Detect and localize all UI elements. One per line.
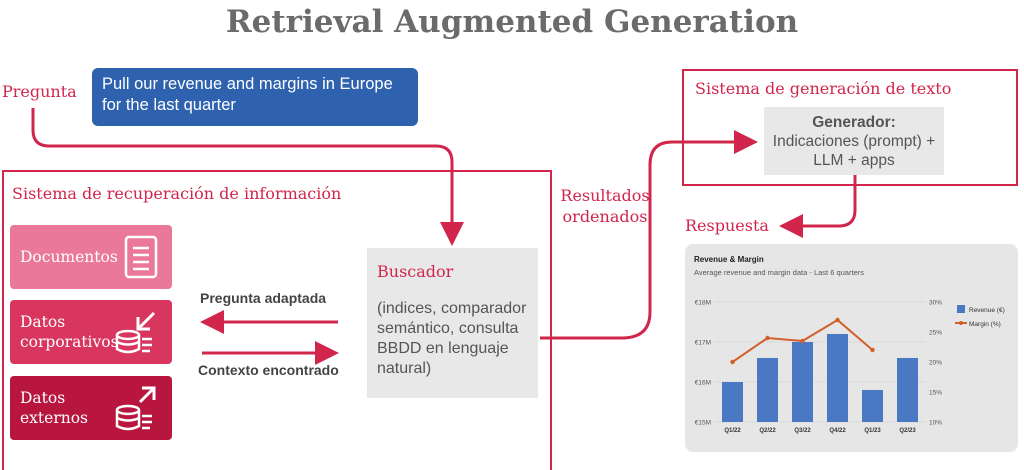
revenue-bar <box>827 334 848 422</box>
tile-documents-label: Documentos <box>20 248 118 266</box>
search-engine-title: Buscador <box>377 262 454 281</box>
database-outbound-icon <box>115 386 156 431</box>
tile-external-data-label: Datos externos <box>20 389 88 427</box>
x-tick-label: Q4/22 <box>829 428 846 434</box>
revenue-bar <box>897 358 918 422</box>
question-label: Pregunta <box>2 82 77 101</box>
tile-corporate-data: Datos corporativos <box>10 300 172 364</box>
adapted-question-label: Pregunta adaptada <box>200 290 327 306</box>
x-tick-label: Q2/22 <box>759 428 776 434</box>
flow-connectors <box>31 108 857 365</box>
arrow-generator-to-response <box>779 175 857 238</box>
x-tick-label: Q1/23 <box>864 428 881 434</box>
revenue-margin-chart: €15M €16M €17M €18M 10% 15% 20% 25% 30% Q1/22 Q2/2… <box>695 300 1005 435</box>
y-right-tick-label: 20% <box>929 360 942 367</box>
diagram-title: Retrieval Augmented Generation <box>225 4 799 40</box>
legend-margin-label: Margin (%) <box>969 321 1001 328</box>
y-left-tick-label: €17M <box>695 340 711 347</box>
search-engine-box: Buscador (indices, comparador semántico,… <box>367 248 538 398</box>
response-label: Respuesta <box>685 216 769 235</box>
y-right-tick-label: 10% <box>929 420 942 427</box>
revenue-bar <box>757 358 778 422</box>
chart-title: Revenue & Margin <box>694 255 764 264</box>
y-left-tick-label: €15M <box>695 420 711 427</box>
x-tick-label: Q2/23 <box>899 428 916 434</box>
search-engine-description: (indices, comparador semántico, consulta… <box>377 300 527 377</box>
generation-system-label: Sistema de generación de texto <box>695 79 952 98</box>
y-left-tick-label: €18M <box>695 300 711 307</box>
generator-box: Generador: Indicaciones (prompt) + LLM +… <box>764 107 944 175</box>
x-tick-label: Q3/22 <box>794 428 811 434</box>
y-right-tick-label: 25% <box>929 330 942 337</box>
arrow-question-to-search <box>31 108 464 246</box>
y-right-tick-label: 30% <box>929 300 942 307</box>
margin-point <box>730 359 735 365</box>
revenue-bar <box>862 390 883 422</box>
retrieval-system-frame <box>2 170 552 470</box>
generator-description: Indicaciones (prompt) + LLM + apps <box>772 133 936 169</box>
document-icon <box>124 235 158 279</box>
revenue-bar <box>792 342 813 422</box>
legend-revenue-label: Revenue (€) <box>969 307 1005 314</box>
generator-title: Generador: <box>812 114 896 131</box>
tile-external-data: Datos externos <box>10 376 172 440</box>
database-inbound-icon <box>115 311 156 354</box>
x-tick-label: Q1/22 <box>724 428 741 434</box>
found-context-label: Contexto encontrado <box>198 362 339 378</box>
query-box: Pull our revenue and margins in Europe f… <box>92 68 418 126</box>
margin-point <box>870 347 875 353</box>
retrieval-system-label: Sistema de recuperación de información <box>12 184 342 203</box>
arrow-results-to-generator <box>540 130 758 340</box>
tile-documents: Documentos <box>10 225 172 289</box>
generation-system-frame <box>682 69 1018 186</box>
chart-subtitle: Average revenue and margin data - Last 6… <box>694 268 864 277</box>
legend-margin-marker <box>959 321 963 325</box>
response-chart-card: Revenue & Margin Average revenue and mar… <box>685 244 1018 452</box>
margin-point <box>835 317 840 323</box>
revenue-bar <box>722 382 743 422</box>
tile-corporate-data-label: Datos corporativos <box>20 313 119 351</box>
y-right-tick-label: 15% <box>929 390 942 397</box>
ranked-results-label: Resultados ordenados <box>560 186 650 226</box>
margin-point <box>800 338 805 344</box>
y-left-tick-label: €16M <box>695 380 711 387</box>
legend-revenue-swatch <box>957 305 965 313</box>
margin-point <box>765 335 770 341</box>
